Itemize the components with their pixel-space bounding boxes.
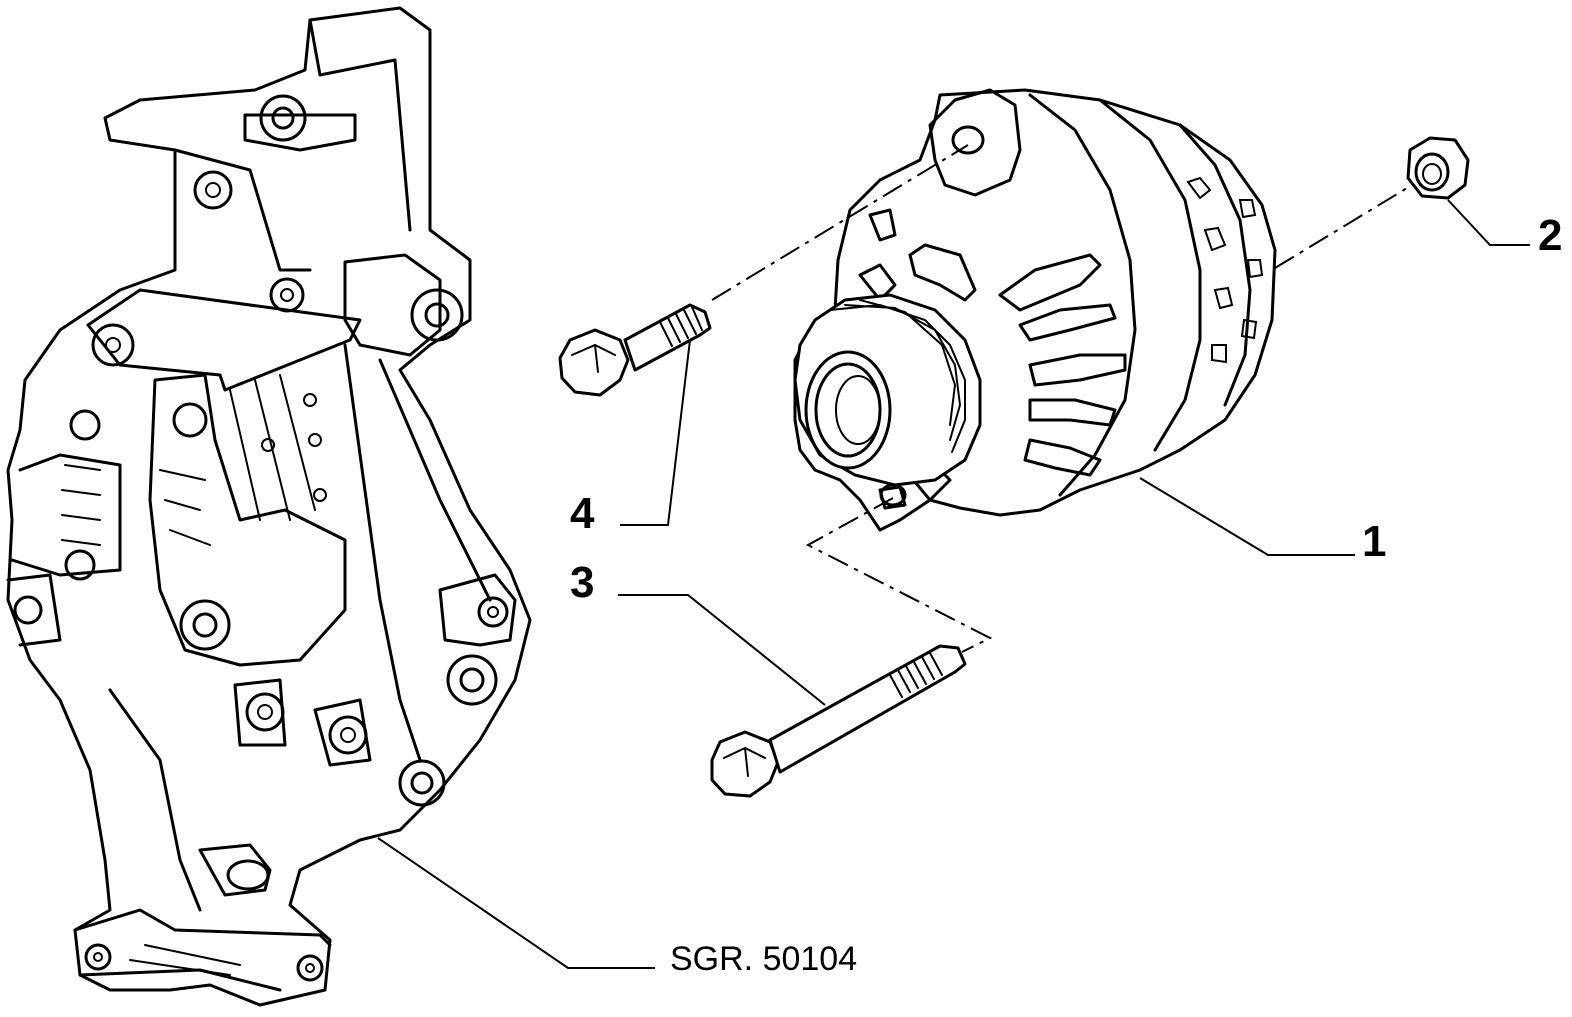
mounting-bracket [6, 6, 532, 1007]
callout-2: 2 [1538, 211, 1562, 260]
leader-lines [377, 199, 1530, 969]
callout-1: 1 [1362, 517, 1386, 566]
assembly-lines [711, 144, 1413, 653]
bolt-part-4 [558, 303, 712, 397]
nut-part-2 [1406, 136, 1470, 200]
callout-3: 3 [570, 558, 594, 607]
bolt-part-3 [710, 644, 967, 798]
callout-4: 4 [570, 489, 595, 538]
reference-label: SGR. 50104 [670, 940, 857, 978]
alternator-part-1 [793, 88, 1277, 532]
